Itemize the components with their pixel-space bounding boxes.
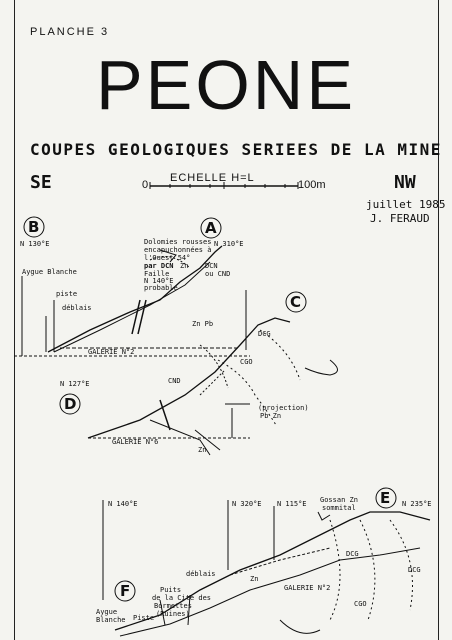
label-dolomies: Dolomies rousses xyxy=(144,238,212,246)
section-c-marker xyxy=(285,291,307,313)
scale-end: 100m xyxy=(298,179,326,191)
label-n320: N 320°E xyxy=(232,500,262,508)
label-puits-bormettes: Bormettes xyxy=(154,602,192,610)
label-cnd-1: CND xyxy=(168,377,181,385)
label-deblais-2: déblais xyxy=(186,570,216,578)
label-sommital: sommital xyxy=(322,504,356,512)
label-aygue-2b: Blanche xyxy=(96,616,126,624)
scale-start: 0 xyxy=(142,179,149,191)
label-zn-pb-1: Zn Pb xyxy=(192,320,214,328)
label-deblais-1: déblais xyxy=(62,304,92,312)
label-projection: (projection) xyxy=(258,404,309,412)
section-letter-e: E xyxy=(380,489,391,507)
label-zn-2: Zn xyxy=(250,575,259,583)
scale-label: ECHELLE H=L xyxy=(170,172,255,184)
label-probable: probable xyxy=(144,284,178,292)
label-puits: Puits xyxy=(160,586,182,594)
label-n235: N 235°E xyxy=(402,500,432,508)
label-puits-ruines: (Ruines) xyxy=(156,610,190,618)
label-piste-1: piste xyxy=(56,290,78,298)
label-aygue-2a: Aygue xyxy=(96,608,118,616)
section-ab-profile xyxy=(14,245,250,357)
direction-left: SE xyxy=(30,172,52,193)
date: juillet 1985 xyxy=(366,198,446,211)
label-n140: N 140°E xyxy=(108,500,138,508)
section-ef-profile xyxy=(102,500,431,637)
label-dcn: DCN xyxy=(205,262,218,270)
label-par-dcn: par DCN xyxy=(144,262,174,270)
label-galerie-6: GALERIE N°6 xyxy=(112,438,159,446)
label-cgo-2: CGO xyxy=(354,600,367,608)
label-galerie-2: GALERIE N°2 xyxy=(88,348,135,356)
section-e-marker xyxy=(375,487,397,509)
left-frame-line xyxy=(14,0,15,640)
label-cgo-1: CGO xyxy=(240,358,253,366)
label-aygue-blanche-1: Aygue Blanche xyxy=(22,268,77,276)
label-n130: N 130°E xyxy=(20,240,50,248)
section-f-marker xyxy=(114,580,136,602)
label-dcg-1: DCG xyxy=(258,330,271,338)
direction-right: NW xyxy=(394,172,416,193)
section-letter-d: D xyxy=(64,395,77,413)
label-zn-3: Zn xyxy=(198,446,207,454)
label-zn-1: Zn xyxy=(180,262,189,270)
label-puits-cite: de la Cité des xyxy=(152,594,212,602)
subtitle: COUPES GEOLOGIQUES SERIEES DE LA MINE xyxy=(30,140,442,159)
section-d-marker xyxy=(59,393,81,415)
label-n127: N 127°E xyxy=(60,380,90,388)
label-gossan-zn: Gossan Zn xyxy=(320,496,358,504)
section-a-marker xyxy=(200,217,222,239)
label-n115: N 115°E xyxy=(277,500,307,508)
label-n310: N 310°E xyxy=(214,240,244,248)
label-ouest: l'Ouest 54° xyxy=(144,254,191,262)
plate-number: PLANCHE 3 xyxy=(30,26,110,38)
section-letter-b: B xyxy=(28,218,40,236)
label-pb-zn: Pb Zn xyxy=(260,412,282,420)
section-letter-c: C xyxy=(290,293,302,311)
page-title: PEONE xyxy=(95,46,357,124)
section-letter-a: A xyxy=(205,219,217,237)
author: J. FERAUD xyxy=(370,212,430,225)
label-dcg-3: DCG xyxy=(408,566,421,574)
label-faille-n140: N 140°E xyxy=(144,277,174,285)
section-cd-profile xyxy=(87,317,338,456)
scale-bar xyxy=(149,182,299,189)
section-letter-f: F xyxy=(120,582,131,600)
label-ou-cnd: ou CND xyxy=(205,270,231,278)
label-encapuchonnees: encapuchonnées à xyxy=(144,246,212,254)
right-frame-line xyxy=(438,0,439,640)
label-piste-2: Piste xyxy=(133,614,155,622)
label-dcg-2: DCG xyxy=(346,550,359,558)
label-galerie-2b: GALERIE N°2 xyxy=(284,584,331,592)
section-b-marker xyxy=(23,216,45,238)
label-faille: Faille xyxy=(144,270,170,278)
